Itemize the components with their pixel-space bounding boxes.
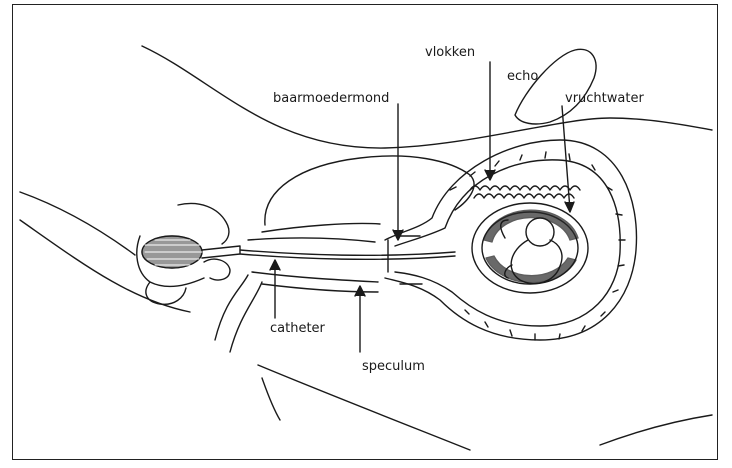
villi — [470, 186, 580, 198]
echo-probe — [515, 49, 596, 124]
hand — [137, 204, 240, 305]
label-echo: echo — [507, 70, 538, 83]
speculum-instrument — [248, 223, 380, 292]
label-baarmoedermond: baarmoedermond — [273, 92, 389, 105]
bladder — [265, 156, 474, 225]
label-speculum: speculum — [362, 360, 425, 373]
body-outline — [20, 46, 712, 450]
label-catheter: catheter — [270, 322, 325, 335]
label-vlokken: vlokken — [425, 46, 475, 59]
label-vruchtwater: vruchtwater — [565, 92, 644, 105]
amniotic-sac — [472, 203, 588, 293]
catheter-tube — [240, 250, 455, 259]
